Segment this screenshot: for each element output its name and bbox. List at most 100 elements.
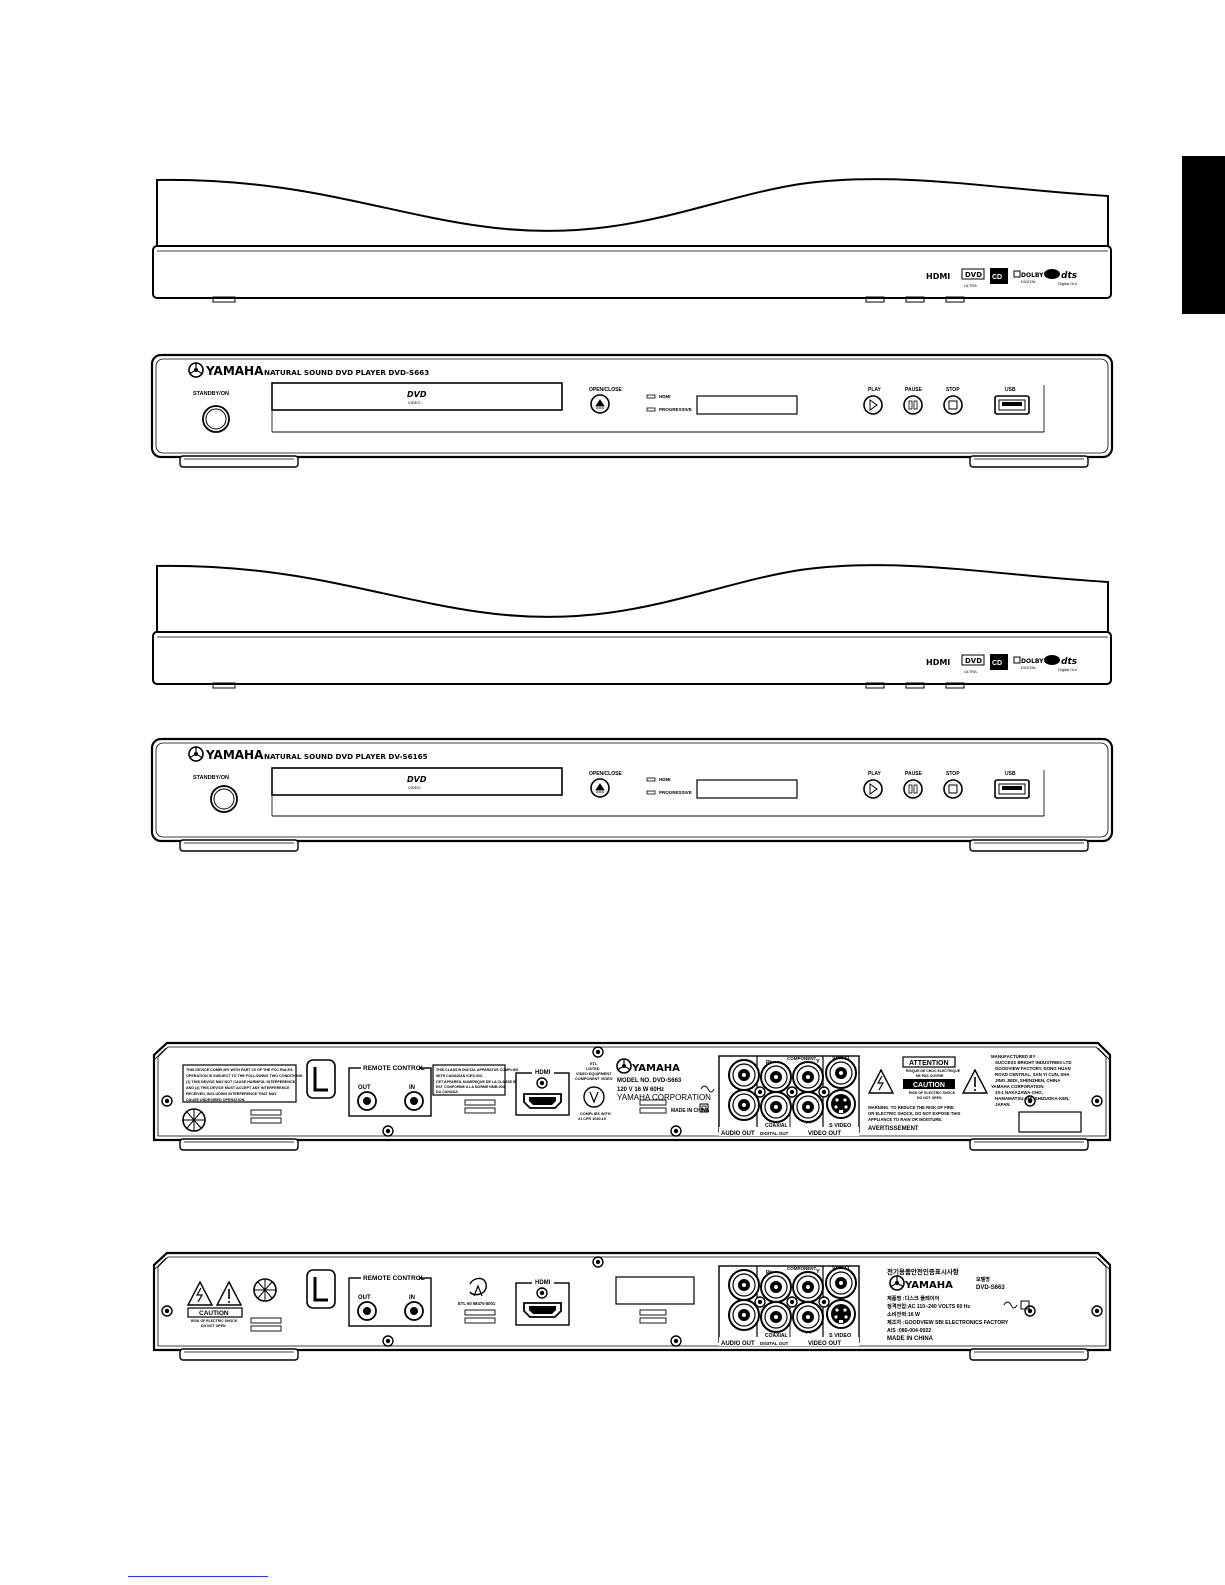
top-view-dvd-s663: HDMI DVD ULTRA CD DOLBY DIGITAL dts Digi… — [152, 178, 1112, 303]
remote-in-jack[interactable] — [404, 1301, 424, 1321]
front-view-dvd-s663: YAMAHA NATURAL SOUND DVD PLAYER DVD-S663… — [150, 353, 1114, 468]
open-close-button[interactable] — [590, 394, 610, 414]
caution-label: CAUTION — [199, 1310, 229, 1317]
attention-label: ATTENTION — [909, 1060, 949, 1067]
coaxial-jack[interactable] — [760, 1301, 792, 1333]
progressive-indicator — [646, 790, 656, 795]
certification-code: ETL 60 68470-5001 — [458, 1301, 496, 1306]
y-label: Y — [816, 1269, 820, 1275]
standby-button[interactable] — [202, 405, 230, 433]
audio-out-r-jack[interactable] — [728, 1299, 760, 1331]
shock-warning-icon — [867, 1068, 895, 1094]
attention-subtext: RISQUE DE CHOC ELECTRIQUE NE PAS OUVRIR — [906, 1069, 961, 1078]
standby-button[interactable] — [210, 785, 238, 813]
remote-out-jack[interactable] — [357, 1301, 377, 1321]
pause-button[interactable] — [903, 395, 923, 415]
coaxial-label: COAXIAL — [765, 1333, 788, 1339]
progressive-indicator — [646, 407, 656, 412]
remote-in-label: IN — [409, 1295, 415, 1301]
dolby-logo: DOLBY — [1021, 658, 1044, 665]
hdmi-logo: HDMI — [926, 658, 950, 667]
exclamation-warning-icon — [961, 1068, 989, 1094]
usb-label: USB — [1005, 387, 1016, 393]
component-pb-jack[interactable] — [760, 1271, 792, 1303]
cfr-statement: COMPLIES WITH 21 CFR 1040.10 — [578, 1112, 612, 1121]
s-video-jack[interactable] — [826, 1089, 856, 1119]
y-label: Y — [816, 1059, 820, 1065]
play-label: PLAY — [868, 771, 882, 777]
stop-button[interactable] — [943, 395, 963, 415]
coaxial-label: COAXIAL — [765, 1123, 788, 1129]
usb-port[interactable] — [994, 779, 1030, 799]
yamaha-logo: YAMAHA — [205, 364, 264, 378]
section-tab — [1182, 156, 1225, 314]
pause-button[interactable] — [903, 779, 923, 799]
hdmi-indicator-label: HDMI — [659, 777, 671, 782]
warning-text: WARNING: TO REDUCE THE RISK OF FIRE OR E… — [868, 1105, 962, 1122]
s-video-jack[interactable] — [826, 1299, 856, 1329]
audio-out-l-jack[interactable] — [728, 1059, 760, 1091]
cd-logo: CD — [992, 274, 1002, 281]
stop-button[interactable] — [943, 779, 963, 799]
play-button[interactable] — [863, 779, 883, 799]
disc-logo: DVD — [407, 775, 427, 784]
dts-logo: dts — [1061, 657, 1078, 667]
hdmi-indicator — [646, 777, 656, 782]
dvd-logo: DVD — [965, 657, 982, 665]
standby-label: STANDBY/ON — [193, 775, 229, 781]
disc-logo: DVD — [407, 390, 427, 399]
disc-logo-sub: VIDEO — [408, 785, 420, 790]
component-pb-jack[interactable] — [760, 1061, 792, 1093]
video-jack[interactable] — [825, 1057, 857, 1089]
korean-model: DVD-S663 — [976, 1285, 1005, 1291]
component-pr-jack[interactable] — [792, 1091, 824, 1123]
front-display — [696, 395, 798, 415]
pr-label: Pr — [806, 1120, 811, 1126]
rear-yamaha-logo: YAMAHA — [904, 1280, 953, 1291]
shock-warning-icon — [186, 1280, 214, 1306]
open-close-button[interactable] — [590, 778, 610, 798]
fcc-statement: THIS DEVICE COMPLIES WITH PART 15 OF THE… — [186, 1068, 304, 1102]
progressive-indicator-label: PROGRESSIVE — [659, 790, 692, 795]
hdmi-label: HDMI — [535, 1280, 551, 1286]
hdmi-logo: HDMI — [926, 272, 950, 281]
audio-out-label: AUDIO OUT — [721, 1131, 755, 1137]
hdmi-port[interactable] — [523, 1093, 562, 1109]
remote-out-jack[interactable] — [357, 1091, 377, 1111]
rear-yamaha-logo: YAMAHA — [631, 1063, 680, 1074]
label-area — [615, 1276, 695, 1305]
usb-port[interactable] — [994, 395, 1030, 415]
model-number: MODEL NO. DVD-S663 — [617, 1078, 682, 1084]
audio-out-l-jack[interactable] — [728, 1269, 760, 1301]
certification-icon — [469, 1277, 487, 1297]
component-y-jack[interactable] — [792, 1271, 824, 1303]
hdmi-port[interactable] — [523, 1302, 562, 1318]
korean-cert-title: 전기용품안전인증표시사항 — [887, 1267, 959, 1276]
component-pr-jack[interactable] — [792, 1301, 824, 1333]
exclamation-warning-icon — [215, 1280, 243, 1306]
standby-label: STANDBY/ON — [193, 391, 229, 397]
remote-in-jack[interactable] — [404, 1091, 424, 1111]
coaxial-jack[interactable] — [760, 1091, 792, 1123]
korean-spec-lines: 제품명 :디스크 플레이어 정격전압:AC 110~240 VOLTS 60 H… — [887, 1294, 1010, 1334]
class-b-statement: THIS CLASS B DIGITAL APPARATUS COMPLIES … — [436, 1068, 519, 1094]
stop-label: STOP — [946, 387, 960, 393]
power-ratings: 120 V 16 W 60Hz — [617, 1087, 664, 1093]
made-in-label: MADE IN CHINA — [887, 1336, 934, 1342]
caution-label: CAUTION — [913, 1082, 945, 1089]
usb-label: USB — [1005, 771, 1016, 777]
model-title: NATURAL SOUND DVD PLAYER DV-S6165 — [264, 752, 428, 761]
caution-subtext: RISK OF ELECTRIC SHOCK DO NOT OPEN — [191, 1319, 238, 1328]
made-in-label: MADE IN CHINA — [671, 1108, 710, 1114]
dts-logo: dts — [1061, 271, 1078, 281]
component-y-jack[interactable] — [792, 1061, 824, 1093]
dolby-digital-label: DIGITAL — [1021, 665, 1037, 670]
audio-out-r-jack[interactable] — [728, 1089, 760, 1121]
model-name-label: 모델명 — [976, 1276, 990, 1283]
remote-out-label: OUT — [358, 1295, 371, 1301]
play-button[interactable] — [863, 395, 883, 415]
play-label: PLAY — [868, 387, 882, 393]
dolby-digital-label: DIGITAL — [1021, 279, 1037, 284]
video-jack[interactable] — [825, 1267, 857, 1299]
